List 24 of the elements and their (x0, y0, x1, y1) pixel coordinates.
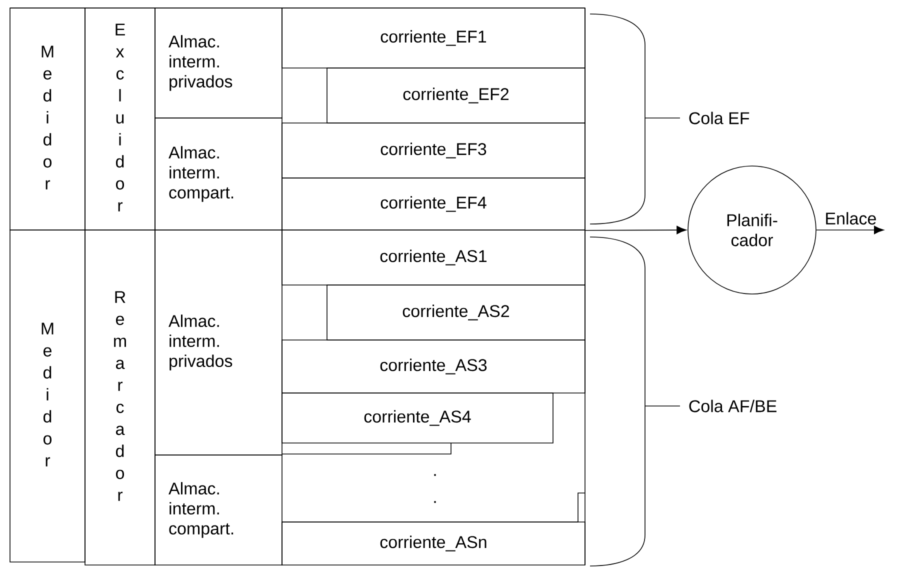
arrow (816, 226, 884, 234)
stream-cell: corriente_AS4 (282, 392, 554, 444)
queue-label: Cola EF (689, 112, 750, 124)
component-box: Excluidor (84, 8, 156, 230)
stream-cell: corriente_AS2 (326, 284, 586, 340)
component-box: Remarcador (84, 230, 156, 566)
buffer-cell: Almac. interm. privados (154, 8, 282, 118)
stream-cell: corriente_AS3 (282, 340, 586, 394)
component-box: Medidor (10, 230, 86, 562)
buffer-cell: Almac. interm. compart. (154, 118, 282, 230)
stream-cell: corriente_EF1 (282, 8, 586, 68)
arrow (585, 226, 686, 234)
stream-cell: corriente_EF3 (282, 122, 586, 178)
ellipsis-dot: . (434, 474, 436, 476)
ellipsis-dot: . (434, 501, 436, 503)
stream-cell: corriente_EF4 (282, 178, 586, 230)
stream-cell: corriente_EF2 (326, 68, 586, 124)
buffer-cell: Almac. interm. compart. (154, 454, 282, 566)
queue-label: Cola AF/BE (689, 400, 776, 412)
buffer-cell: Almac. interm. privados (154, 230, 282, 456)
stream-cell: corriente_AS1 (282, 230, 586, 286)
edge-label: Enlace (826, 212, 876, 225)
component-box: Medidor (10, 8, 86, 230)
stream-cell: corriente_ASn (282, 522, 586, 566)
